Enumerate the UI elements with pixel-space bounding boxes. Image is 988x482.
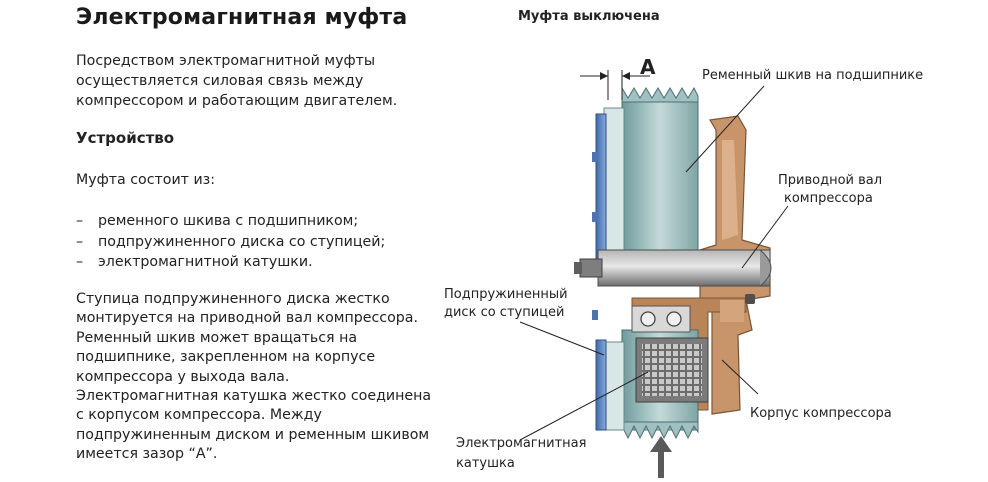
page-title: Электромагнитная муфта	[76, 5, 408, 30]
disc-label-line-1: Подпружиненный	[444, 287, 568, 302]
shaft-label-line-1: Приводной вал	[778, 173, 882, 188]
compressor-shaft	[574, 249, 772, 304]
electromagnetic-coil	[635, 337, 709, 403]
list-dash: –	[76, 213, 84, 229]
housing-label: Корпус компрессора	[750, 406, 892, 421]
list-item: –подпружиненного диска со ступицей;	[76, 232, 385, 253]
diagram-title: Муфта выключена	[518, 9, 660, 24]
gap-a-marker	[580, 70, 650, 100]
list-dash: –	[76, 254, 84, 270]
coil-label-line-2: катушка	[456, 456, 515, 471]
leader-lines	[519, 85, 789, 441]
shaft-leader-line	[741, 205, 789, 269]
bearing	[631, 305, 691, 333]
list-item: –ременного шкива с подшипником;	[76, 211, 385, 232]
pulley-on-bearing	[603, 86, 699, 269]
disc-leader-line	[519, 321, 605, 356]
description-paragraph: Ступица подпружиненного диска жестко мон…	[76, 291, 432, 463]
disc-label-line-2: диск со ступицей	[444, 305, 564, 320]
pulley-leader-line	[685, 85, 765, 173]
section-heading: Устройство	[76, 129, 175, 147]
consists-of-text: Муфта состоит из:	[76, 172, 216, 188]
pulley-label: Ременный шкив на подшипнике	[702, 68, 923, 83]
coil-label-line-1: Электромагнитная	[456, 436, 586, 451]
list-item-text: ременного шкива с подшипником;	[98, 213, 359, 229]
list-item: –электромагнитной катушки.	[76, 252, 385, 273]
list-dash: –	[76, 233, 84, 250]
shaft-label-line-2: компрессора	[784, 191, 873, 206]
intro-paragraph: Посредством электромагнитной муфты осуще…	[76, 53, 398, 109]
gap-a-label: A	[640, 55, 656, 79]
housing-leader-line	[721, 359, 759, 395]
parts-list: –ременного шкива с подшипником; –подпруж…	[76, 211, 385, 273]
coil-leader-line	[519, 371, 649, 441]
list-item-text: подпружиненного диска со ступицей;	[98, 233, 386, 250]
input-arrow-icon	[650, 436, 672, 478]
list-item-text: электромагнитной катушки.	[98, 254, 313, 270]
